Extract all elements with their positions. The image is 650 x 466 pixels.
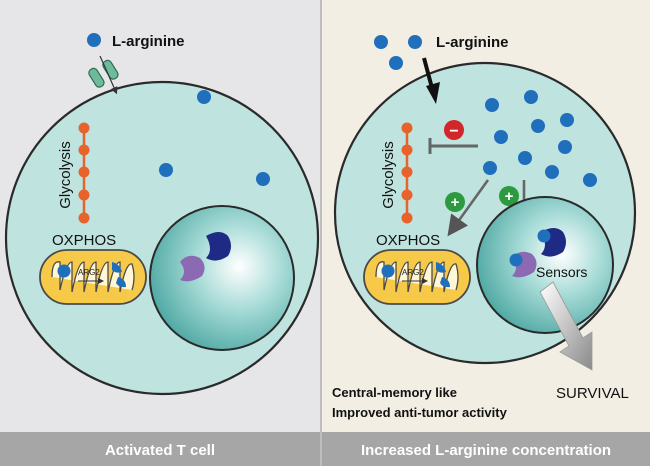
left-glycolysis-label: Glycolysis	[57, 141, 74, 209]
left-mitochondrion	[39, 249, 147, 305]
left-nucleus	[149, 205, 295, 351]
right-uptake-arrow	[422, 57, 434, 89]
activate-sign-sensors: +	[505, 188, 514, 205]
left-caption-bar	[0, 432, 320, 466]
right-glycolysis-label: Glycolysis	[380, 141, 397, 209]
right-caption: Increased L-arginine concentration	[361, 442, 611, 459]
right-mitochondrion	[363, 249, 471, 305]
survival-arrow	[539, 281, 593, 371]
activate-badge-oxphos	[445, 192, 465, 212]
right-arginine-label: L-arginine	[436, 34, 509, 51]
left-arg2-label: ARG2	[78, 268, 100, 277]
inhibit-badge	[444, 120, 464, 140]
left-molecule-outside	[87, 33, 101, 47]
sensor-bound-molecule	[509, 253, 523, 267]
left-oxphos-label: OXPHOS	[52, 232, 116, 249]
right-oxphos-label: OXPHOS	[376, 232, 440, 249]
left-arginine-label: L-arginine	[112, 33, 185, 50]
left-chromatin-purple	[180, 255, 205, 282]
right-uptake-arrowhead	[426, 82, 440, 104]
sensor-bound-molecule	[537, 229, 551, 243]
activate-sign-oxphos: +	[451, 194, 460, 211]
right-glycolysis-chain	[401, 122, 413, 224]
sensors-label: Sensors	[536, 264, 587, 280]
left-molecule	[256, 172, 270, 186]
survival-label: SURVIVAL	[556, 385, 629, 402]
right-molecule-cluster	[483, 90, 597, 187]
inhibit-sign: −	[449, 123, 458, 140]
right-molecule-outside	[408, 35, 422, 49]
left-molecule	[197, 90, 211, 104]
right-molecule-outside	[389, 56, 403, 70]
activate-arrow-oxphos	[447, 179, 490, 237]
right-molecule-outside	[374, 35, 388, 49]
left-chromatin-dark	[206, 232, 231, 261]
right-nucleus	[476, 196, 614, 334]
left-caption: Activated T cell	[105, 442, 215, 459]
activate-badge-sensors	[499, 186, 519, 206]
right-arg2-label: ARG2	[402, 268, 424, 277]
left-molecule	[159, 163, 173, 177]
right-caption-bar	[322, 432, 650, 466]
left-uptake-arrow	[99, 55, 118, 95]
phenotype-line-1: Central-memory like	[332, 385, 457, 400]
left-glycolysis-chain	[78, 122, 90, 224]
phenotype-line-2: Improved anti-tumor activity	[332, 405, 508, 420]
